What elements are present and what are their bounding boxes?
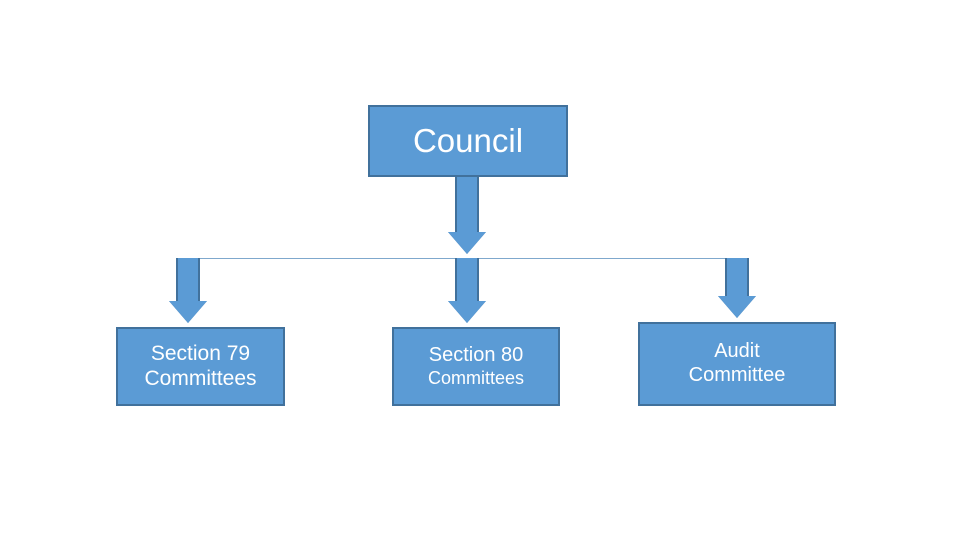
node-audit-line1: Audit — [714, 340, 760, 363]
node-audit-committee[interactable]: Audit Committee — [638, 322, 836, 406]
connector-arrow-to-section-79 — [169, 258, 207, 327]
arrow-shaft — [725, 258, 749, 300]
node-section-79-line1: Section 79 — [150, 341, 251, 365]
arrow-shaft — [455, 177, 479, 236]
arrow-head-icon — [718, 296, 756, 318]
connector-arrow-council-to-bus — [448, 177, 486, 258]
node-council[interactable]: Council — [368, 105, 568, 177]
node-section-80-line2: Committees — [427, 367, 525, 388]
node-section-80-line1: Section 80 — [428, 344, 524, 367]
node-section-79-line2: Committees — [144, 366, 257, 390]
arrow-head-icon — [448, 232, 486, 254]
connector-arrow-to-section-80 — [448, 258, 486, 327]
connector-arrow-to-audit-committee — [718, 258, 756, 322]
arrow-head-icon — [169, 301, 207, 323]
node-audit-line2: Committee — [688, 364, 786, 386]
arrow-shaft — [455, 258, 479, 305]
arrow-head-icon — [448, 301, 486, 323]
node-council-label: Council — [412, 121, 524, 159]
arrow-shaft — [176, 258, 200, 305]
node-section-79-committees[interactable]: Section 79 Committees — [116, 327, 285, 406]
node-section-80-committees[interactable]: Section 80 Committees — [392, 327, 560, 406]
